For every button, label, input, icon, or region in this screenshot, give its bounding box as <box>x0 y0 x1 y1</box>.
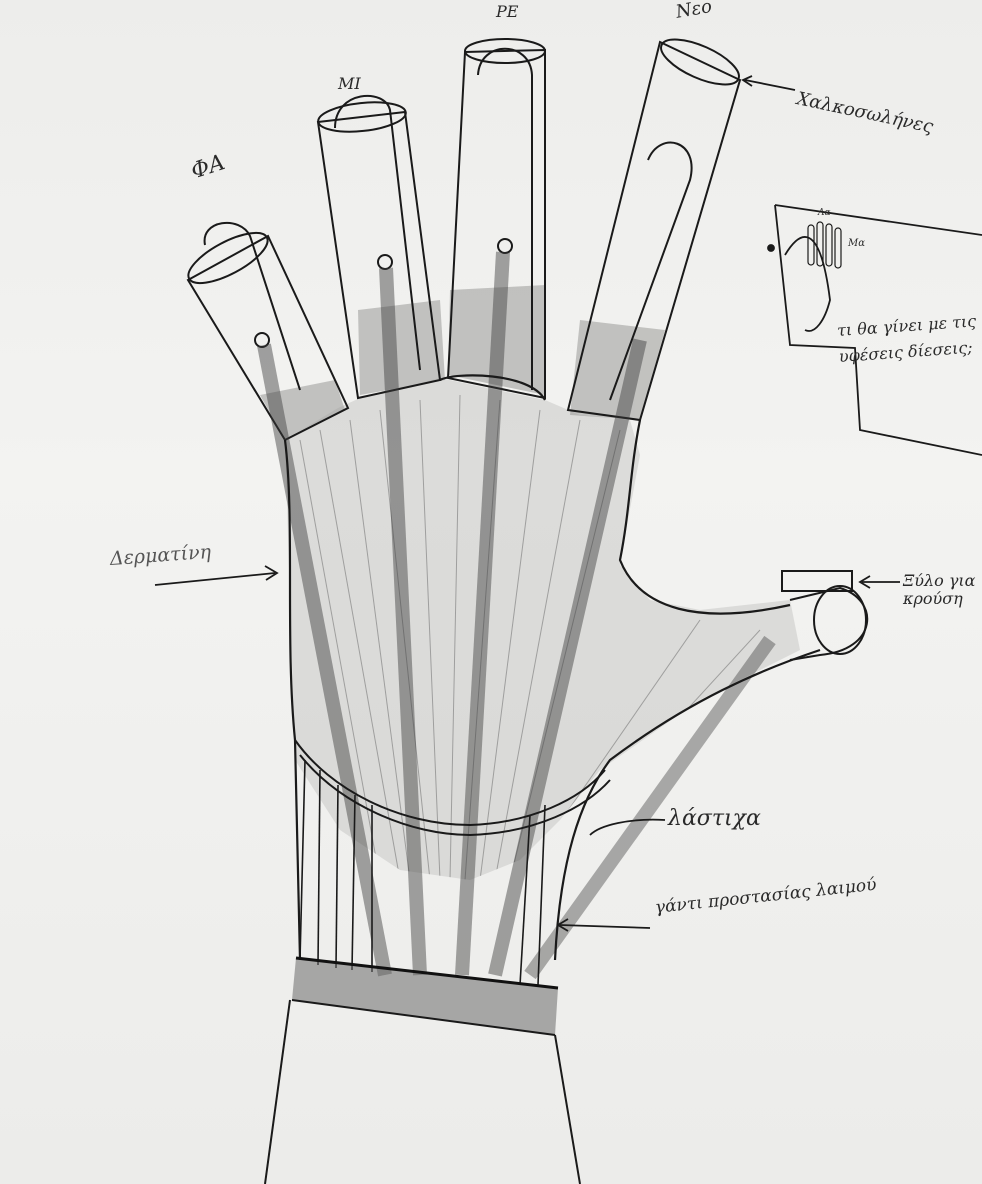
finger-2-label: ΜΙ <box>338 74 361 93</box>
thumb-note: Ξύλο για κρούση <box>903 572 981 608</box>
finger-3-label: ΡΕ <box>496 2 518 21</box>
inset-question: τι θα γίνει με τις υφέσεις δίεσεις; <box>836 308 981 370</box>
inset-finger-label-2: Μα <box>848 238 865 249</box>
inset-finger-label-1: Λα <box>818 208 831 218</box>
band-note: λάστιχα <box>668 806 761 831</box>
